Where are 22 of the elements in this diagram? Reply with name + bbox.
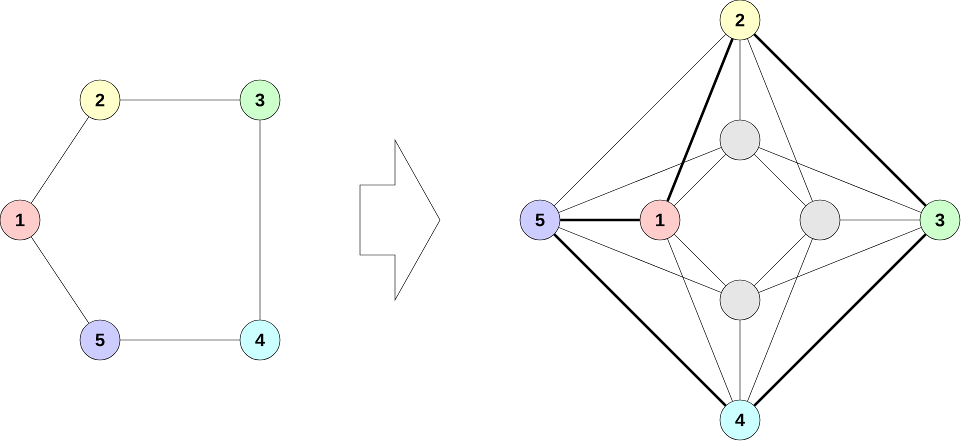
- connector-line: [754, 234, 806, 286]
- connector-line: [758, 227, 922, 293]
- connector-line: [747, 238, 813, 402]
- connector-line: [667, 238, 733, 402]
- connector-line: [30, 236, 90, 324]
- blank-circle: [720, 120, 760, 160]
- connector-line: [553, 233, 727, 407]
- blank-circle: [800, 200, 840, 240]
- connector-line: [674, 234, 726, 286]
- connector-line: [747, 38, 813, 202]
- connector-line: [558, 227, 722, 293]
- connector-line: [560, 218, 640, 222]
- connector-line: [674, 154, 726, 206]
- blank-circle: [720, 280, 760, 320]
- connector-line: [753, 33, 927, 207]
- connector-line: [666, 38, 734, 202]
- connector-line: [554, 34, 726, 206]
- connector-line: [754, 154, 806, 206]
- connector-line: [558, 147, 722, 213]
- connector-line: [758, 147, 922, 213]
- connector-line: [30, 116, 90, 204]
- connector-line: [753, 233, 927, 407]
